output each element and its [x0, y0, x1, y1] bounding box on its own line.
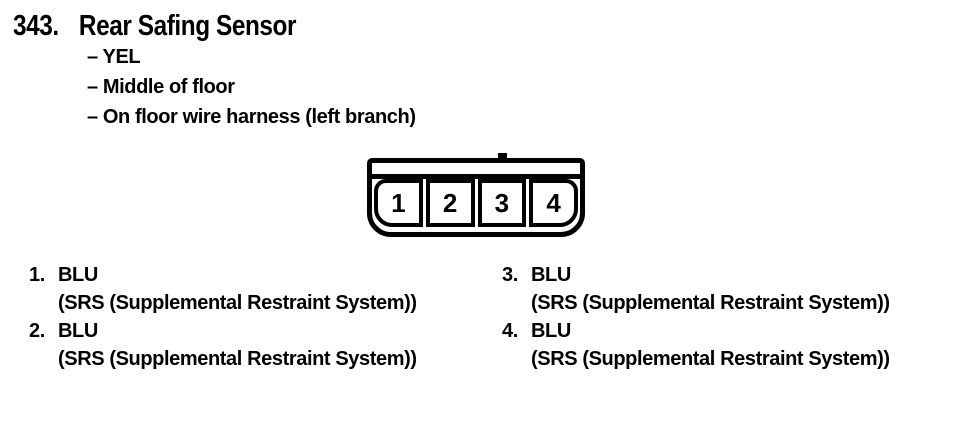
- pin-info: BLU (SRS (Supplemental Restraint System)…: [58, 261, 417, 317]
- pin-cavity-2: 2: [425, 179, 475, 227]
- connector-top-band: [372, 163, 580, 179]
- section-title: Rear Safing Sensor: [78, 10, 297, 42]
- pin-entry-4: 4. BLU (SRS (Supplemental Restraint Syst…: [502, 317, 890, 373]
- pin-cavity-4: 4: [529, 179, 578, 227]
- pin-number: 3.: [502, 264, 518, 286]
- pin-entry-2: 2. BLU (SRS (Supplemental Restraint Syst…: [29, 317, 417, 373]
- pin-circuit: (SRS (Supplemental Restraint System)): [58, 292, 417, 314]
- section-heading: 343. Rear Safing Sensor: [13, 10, 296, 43]
- pin-cavity-1: 1: [374, 179, 423, 227]
- pin-info: BLU (SRS (Supplemental Restraint System)…: [58, 317, 417, 373]
- detail-line: – On floor wire harness (left branch): [87, 106, 416, 128]
- pin-circuit: (SRS (Supplemental Restraint System)): [58, 348, 417, 370]
- detail-line: – YEL: [87, 46, 141, 68]
- pin-info: BLU (SRS (Supplemental Restraint System)…: [531, 261, 890, 317]
- detail-line: – Middle of floor: [87, 76, 235, 98]
- section-number: 343.: [13, 10, 59, 42]
- connector-keying-notch: [498, 153, 507, 160]
- pin-circuit: (SRS (Supplemental Restraint System)): [531, 348, 890, 370]
- pin-info: BLU (SRS (Supplemental Restraint System)…: [531, 317, 890, 373]
- pin-wire-color: BLU: [531, 320, 571, 342]
- pin-circuit: (SRS (Supplemental Restraint System)): [531, 292, 890, 314]
- pin-wire-color: BLU: [58, 264, 98, 286]
- pin-wire-color: BLU: [58, 320, 98, 342]
- pin-list-left-column: 1. BLU (SRS (Supplemental Restraint Syst…: [29, 261, 417, 373]
- pin-entry-3: 3. BLU (SRS (Supplemental Restraint Syst…: [502, 261, 890, 317]
- connector-details: – YEL – Middle of floor – On floor wire …: [87, 42, 416, 132]
- pin-entry-1: 1. BLU (SRS (Supplemental Restraint Syst…: [29, 261, 417, 317]
- pin-number: 4.: [502, 320, 518, 342]
- connector-shell: 1 2 3 4: [367, 158, 585, 237]
- pin-wire-color: BLU: [531, 264, 571, 286]
- pin-number: 1.: [29, 264, 45, 286]
- pin-list-right-column: 3. BLU (SRS (Supplemental Restraint Syst…: [502, 261, 890, 373]
- pin-number: 2.: [29, 320, 45, 342]
- pin-cavity-3: 3: [477, 179, 527, 227]
- connector-pin-row: 1 2 3 4: [372, 179, 580, 227]
